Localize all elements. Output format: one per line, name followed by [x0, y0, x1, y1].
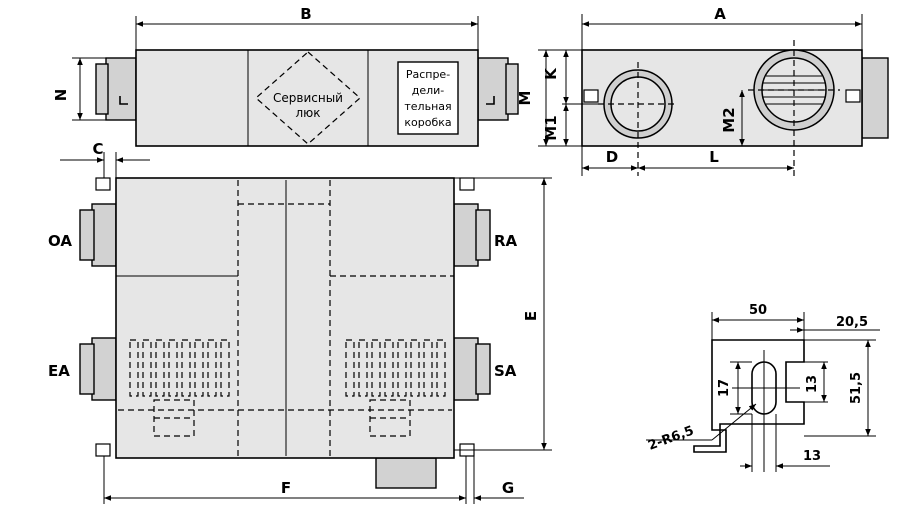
duct-ea-collar	[79, 343, 95, 395]
dim-label-l: L	[709, 148, 719, 166]
junction-box	[397, 61, 459, 135]
bracket-dim-slot: 17	[717, 379, 732, 397]
front-view: OA EA RA SA C E F G	[48, 140, 552, 504]
bracket-radius-leader	[711, 403, 757, 441]
dim-label-b: B	[300, 5, 311, 23]
duct-oa-collar	[79, 209, 95, 261]
bracket-dim-radius: 2-R6,5	[646, 423, 696, 453]
service-hatch-outline	[255, 51, 361, 145]
junction-box-label-2: дели-	[412, 84, 445, 97]
top-right-bracket	[486, 96, 495, 105]
dim-label-m: M	[516, 91, 534, 106]
top-right-duct	[477, 57, 509, 121]
side-view: A M K M1 M2 D L	[516, 5, 889, 176]
bracket-dim-offset: 20,5	[836, 315, 868, 330]
dim-label-f: F	[281, 479, 291, 497]
heat-exchanger-right	[345, 339, 446, 437]
front-unit-body	[115, 177, 455, 459]
duct-sa	[453, 337, 479, 401]
dim-label-d: D	[606, 148, 618, 166]
dim-label-m1: M1	[542, 115, 560, 140]
service-hatch-label-2: люк	[295, 106, 320, 120]
junction-box-label-4: коробка	[404, 116, 451, 129]
port-label-ea: EA	[48, 362, 70, 380]
duct-oa	[91, 203, 117, 267]
duct-ea	[91, 337, 117, 401]
top-left-bracket	[119, 96, 128, 105]
dim-label-k: K	[542, 67, 560, 80]
duct-sa-collar	[475, 343, 491, 395]
junction-box-label-3: тельная	[404, 100, 451, 113]
dim-label-c: C	[92, 140, 103, 158]
dim-label-n: N	[52, 89, 70, 102]
top-view: Сервисный люк Распре- дели- тельная коро…	[52, 5, 519, 147]
bracket-dim-bottom: 13	[803, 449, 821, 464]
dim-label-g: G	[502, 479, 514, 497]
bracket-detail: 50 20,5 51,5 17 13 13 2-R6,5	[646, 303, 880, 472]
drain-outlet	[375, 457, 437, 489]
port-label-sa: SA	[494, 362, 517, 380]
bracket-dim-slot-inner: 13	[805, 375, 820, 393]
top-left-duct	[105, 57, 137, 121]
dim-label-e: E	[522, 311, 540, 321]
port-label-ra: RA	[494, 232, 518, 250]
top-left-duct-collar	[95, 63, 109, 115]
bracket-outline	[693, 339, 805, 453]
dim-label-m2: M2	[720, 107, 738, 132]
service-hatch-label-1: Сервисный	[273, 91, 343, 105]
top-right-duct-collar	[505, 63, 519, 115]
heat-exchanger-left	[129, 339, 230, 437]
port-label-oa: OA	[48, 232, 72, 250]
junction-box-label-1: Распре-	[406, 68, 450, 81]
duct-ra-collar	[475, 209, 491, 261]
bracket-dim-width: 50	[749, 303, 767, 318]
bracket-dim-height: 51,5	[849, 372, 864, 404]
side-right-duct	[861, 57, 889, 139]
duct-ra	[453, 203, 479, 267]
dim-label-a: A	[714, 5, 726, 23]
